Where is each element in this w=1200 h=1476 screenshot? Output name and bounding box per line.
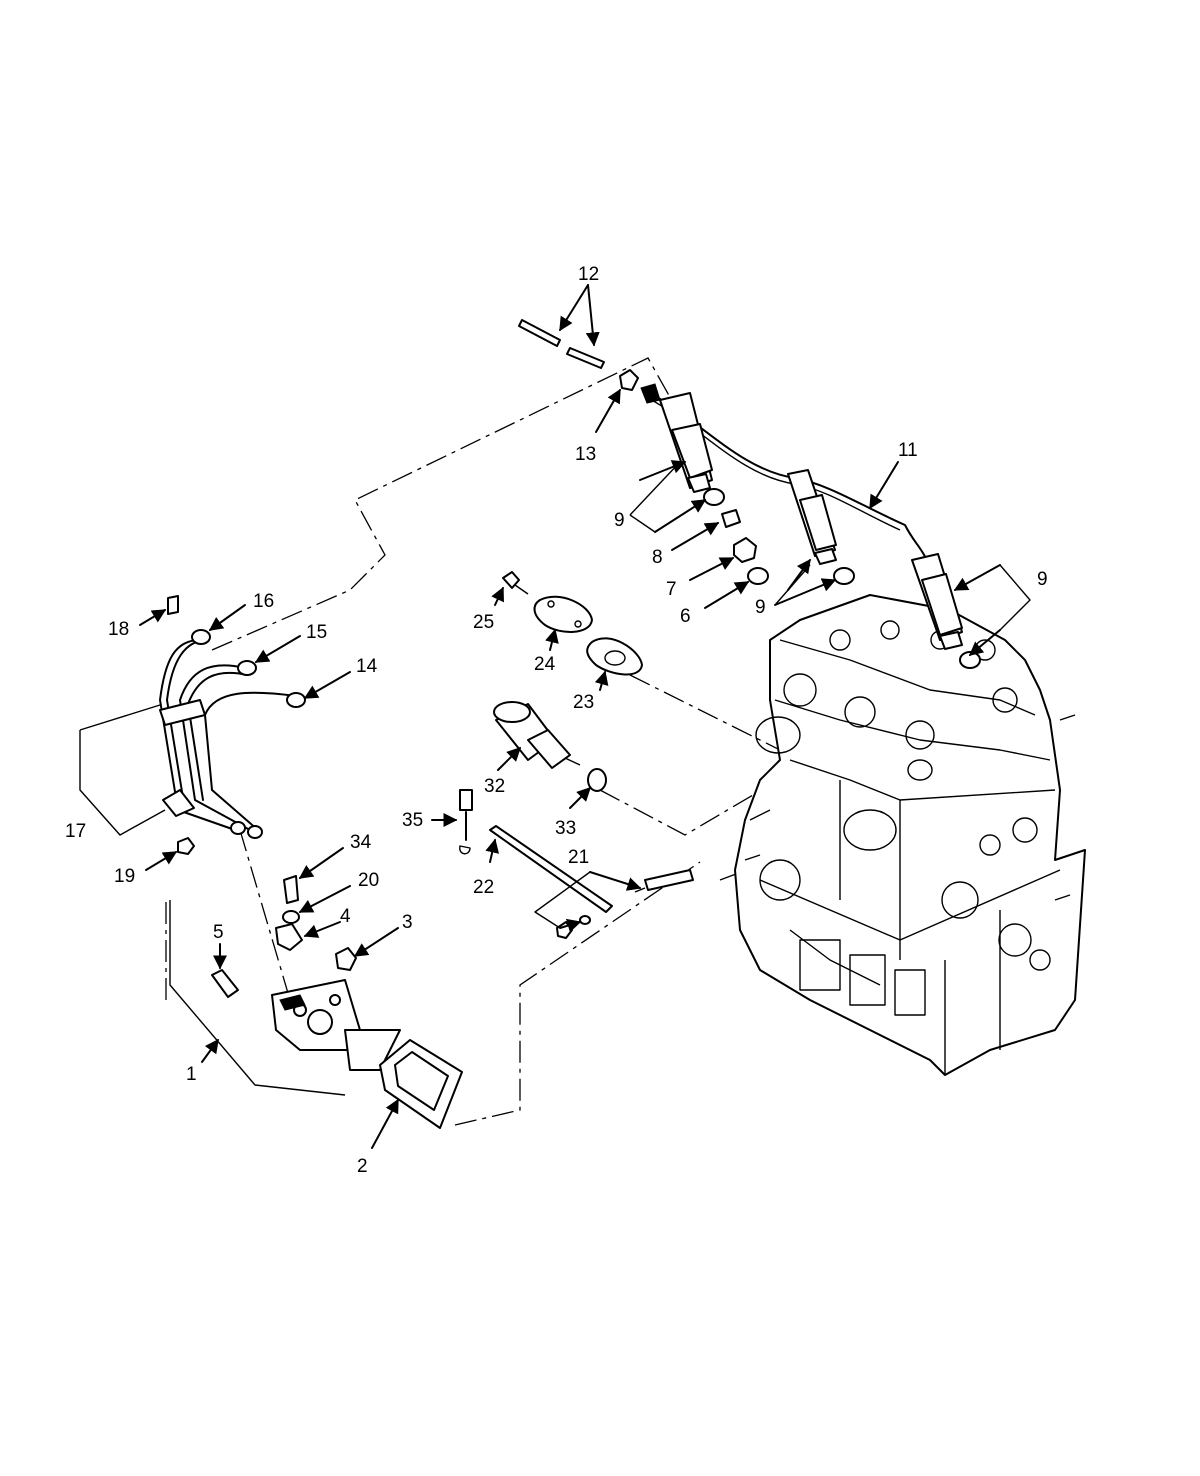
injection-pipes bbox=[159, 629, 306, 839]
clamp-plate bbox=[162, 789, 195, 817]
lever-35 bbox=[459, 789, 473, 855]
leader-lines bbox=[79, 284, 1031, 1149]
washer-20 bbox=[282, 910, 300, 924]
callout-21: 21 bbox=[568, 847, 589, 868]
callout-33: 33 bbox=[555, 818, 576, 839]
engine-block bbox=[734, 594, 1086, 1076]
callout-14: 14 bbox=[356, 656, 378, 677]
callout-24: 24 bbox=[534, 654, 556, 675]
clamp-17 bbox=[159, 699, 206, 726]
callout-11: 11 bbox=[898, 440, 918, 461]
banjo-bolt-13 bbox=[619, 369, 639, 391]
callout-34: 34 bbox=[350, 832, 372, 853]
callout-15: 15 bbox=[306, 622, 327, 643]
callout-16: 16 bbox=[253, 591, 274, 612]
gasket-2 bbox=[379, 1039, 463, 1129]
sleeve-8 bbox=[721, 509, 741, 528]
callout-35: 35 bbox=[402, 810, 423, 831]
bolt-25 bbox=[502, 571, 529, 595]
callout-32: 32 bbox=[484, 776, 505, 797]
rod-22 bbox=[489, 825, 613, 913]
callout-2: 2 bbox=[357, 1156, 368, 1177]
callout-5: 5 bbox=[213, 922, 224, 943]
callout-9-b: 9 bbox=[755, 597, 766, 618]
callout-18: 18 bbox=[108, 619, 129, 640]
assembly-dashed-lines bbox=[165, 357, 881, 1126]
bolt-34 bbox=[283, 875, 299, 904]
bolt-18 bbox=[167, 595, 179, 615]
washer-6 bbox=[747, 567, 769, 585]
callout-9-c: 9 bbox=[1037, 569, 1048, 590]
callout-3: 3 bbox=[402, 912, 413, 933]
callout-12: 12 bbox=[578, 264, 599, 285]
callout-17: 17 bbox=[65, 821, 86, 842]
pump-group-bracket bbox=[169, 900, 346, 1096]
callout-20: 20 bbox=[358, 870, 379, 891]
banjo-4 bbox=[275, 923, 303, 951]
injector-3 bbox=[911, 553, 963, 650]
callout-19: 19 bbox=[114, 866, 135, 887]
injector-2 bbox=[787, 469, 837, 565]
seal-33 bbox=[587, 768, 607, 792]
bolt-5 bbox=[211, 969, 239, 998]
nut-3 bbox=[335, 947, 357, 971]
nut-7 bbox=[733, 537, 757, 563]
callout-6: 6 bbox=[680, 606, 691, 627]
callout-labels: 12 13 11 9 8 7 9 6 9 25 24 23 32 33 35 2… bbox=[65, 264, 1048, 1177]
callout-9-a: 9 bbox=[614, 510, 625, 531]
pipe-12 bbox=[518, 319, 605, 369]
cover-plate-24 bbox=[533, 595, 593, 633]
washer-9-a bbox=[703, 488, 725, 506]
callout-25: 25 bbox=[473, 612, 494, 633]
callout-4: 4 bbox=[340, 906, 351, 927]
gasket-23 bbox=[586, 637, 643, 676]
injectors-and-leak-off-line bbox=[619, 369, 981, 669]
stop-solenoid-32 bbox=[493, 701, 581, 769]
callout-22: 22 bbox=[473, 877, 494, 898]
injection-pump-1 bbox=[271, 979, 401, 1071]
washer-small bbox=[579, 915, 591, 925]
valve-21 bbox=[634, 869, 694, 893]
callout-8: 8 bbox=[652, 547, 663, 568]
nut-19 bbox=[177, 837, 195, 855]
callout-7: 7 bbox=[666, 579, 677, 600]
callout-23: 23 bbox=[573, 692, 594, 713]
injector-1 bbox=[640, 383, 713, 493]
washer-9-b bbox=[833, 567, 855, 585]
callout-1: 1 bbox=[186, 1064, 197, 1085]
callout-13: 13 bbox=[575, 444, 596, 465]
